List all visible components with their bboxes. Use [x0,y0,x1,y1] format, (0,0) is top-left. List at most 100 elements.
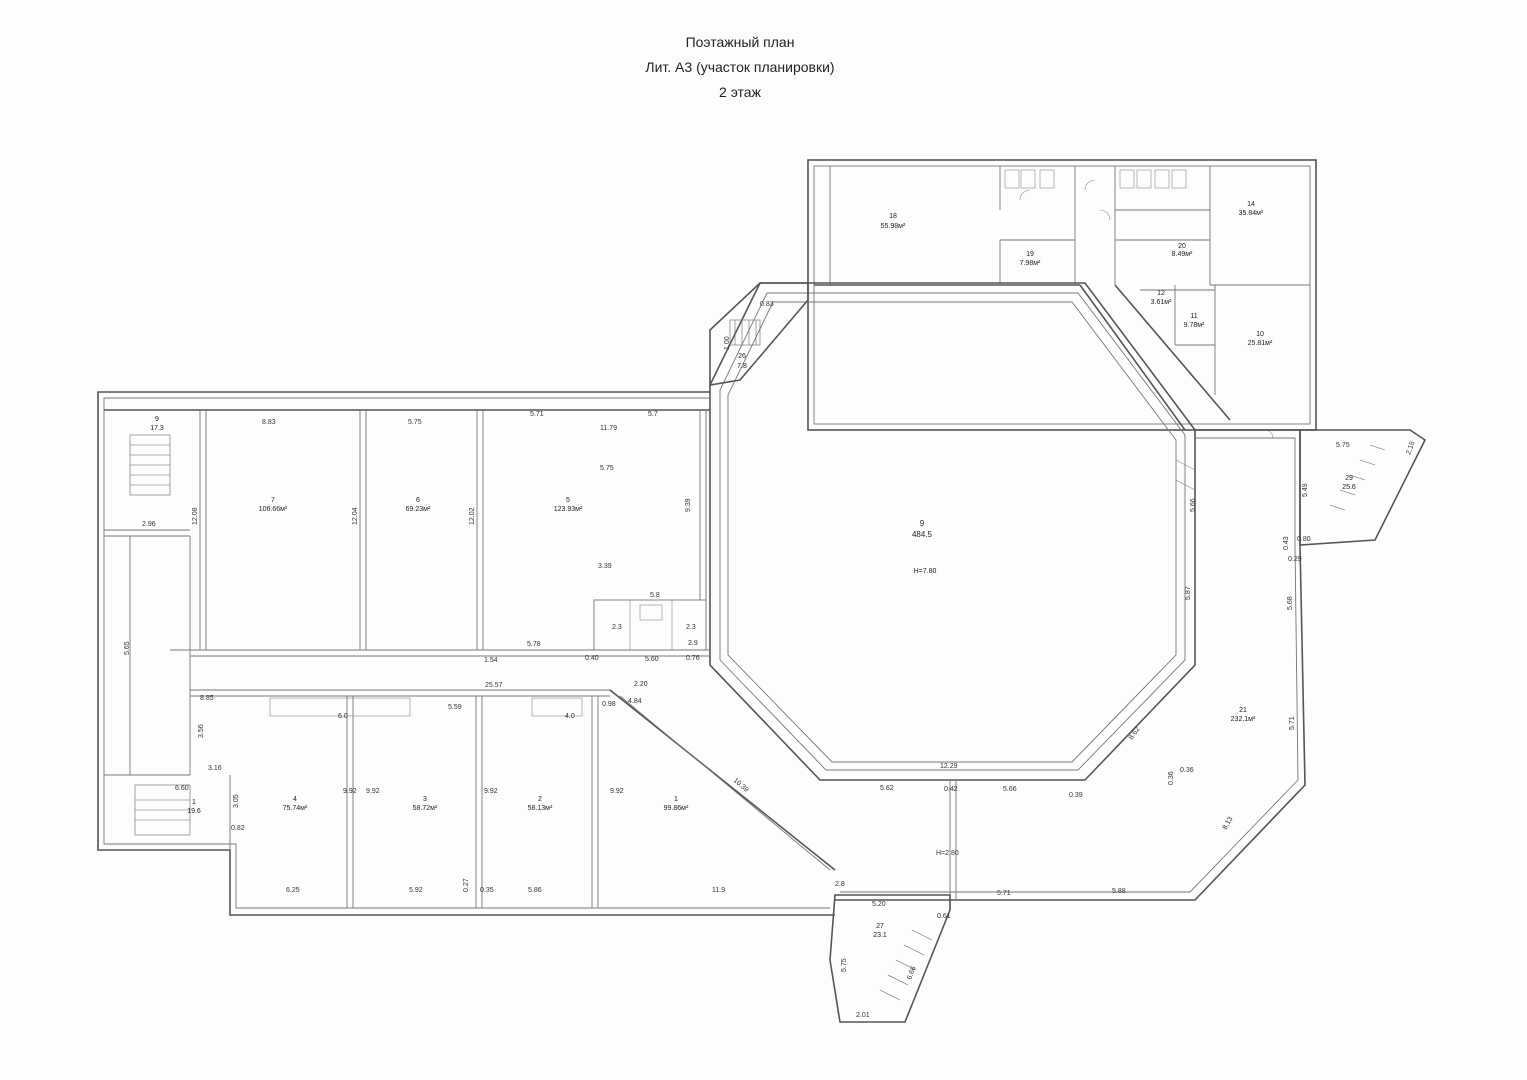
dimension: 5.8 [650,592,660,599]
room-number: 10 [1256,331,1264,338]
dimension-labels: 8.83 5.75 5.71 5.7 11.79 12.08 12.04 12.… [124,301,1417,1019]
room-number: 26 [738,353,746,360]
dimension: 8.85 [200,695,214,702]
room-area: 3.61м² [1151,299,1172,306]
dimension: 0.82 [231,825,245,832]
dimension: 0.80 [1297,536,1311,543]
plan-title-block: Поэтажный план Лит. А3 (участок планиров… [560,30,920,105]
room-area: 7.8 [737,363,747,370]
dimension: 3.39 [598,563,612,570]
dimension: 0.98 [602,701,616,708]
dimension: 2.20 [634,681,648,688]
dimension: 2.15 [1405,440,1416,455]
dimension: 1.54 [484,657,498,664]
dimension: 5.88 [1112,888,1126,895]
floor-label: 2 этаж [719,84,761,100]
dimension: 12.04 [352,507,359,525]
dimension: 5.20 [872,901,886,908]
dimension: 0.27 [463,878,470,892]
dimension: 2.3 [686,624,696,631]
dimension: 0.83 [760,301,774,308]
dimension: 5.66 [1003,786,1017,793]
room-area: 17.3 [150,425,164,432]
dimension: 8.13 [1222,816,1235,831]
room-area: 99.86м² [664,805,689,812]
dimension: 12.29 [940,763,958,770]
dimension: 5.78 [527,641,541,648]
room-labels: 18 55.98м² 14 35.84м² 19 7.98м² 20 8.49м… [150,201,1356,939]
dimension: 25.57 [485,682,503,689]
room-area: 23.1 [873,932,887,939]
dimension: 2.8 [835,881,845,888]
plan-subtitle: Лит. А3 (участок планировки) [645,59,835,75]
room-number: 12 [1157,290,1165,297]
dimension: 5.75 [600,465,614,472]
octagon-hall [709,282,1196,781]
room-number: 9 [155,416,159,423]
dimension: 0.42 [944,786,958,793]
dimension: 2.9 [688,640,698,647]
room-number: 2 [538,796,542,803]
dimension: 9.92 [610,788,624,795]
dimension: 2.96 [142,521,156,528]
room-height: H=7.80 [914,568,937,575]
dimension: 4.0 [565,713,575,720]
dimension: 0.29 [1288,556,1302,563]
dimension: 0.76 [686,655,700,662]
room-number: 1 [674,796,678,803]
dimension: 5.59 [448,704,462,711]
room-number: 20 [1178,243,1186,250]
dimension: 5.75 [1336,442,1350,449]
room-number: 9 [920,519,925,528]
west-wing [97,391,836,916]
room-area: 123.93м² [554,506,583,513]
dimension: 3.16 [208,765,222,772]
dimension: 0.61 [937,913,951,920]
room-number: 5 [566,497,570,504]
dimension: 12.08 [192,507,199,525]
dimension: 4.84 [628,698,642,705]
dimension: 5.86 [528,887,542,894]
north-east-wing [807,159,1317,439]
dimension: 5.75 [408,419,422,426]
room-number: 6 [416,497,420,504]
dimension: 11.9 [712,887,725,894]
dimension: 0.39 [1069,792,1083,799]
room-area: 75.74м² [283,805,308,812]
room-area: 55.98м² [881,223,906,230]
room-number: 11 [1190,313,1197,320]
room-area: 69.23м² [406,506,431,513]
dimension: 5.75 [841,958,848,972]
room-area: 9.78м² [1184,322,1205,329]
room-number: 19 [1026,251,1034,258]
room-area: 484.5 [912,530,933,539]
room-area: 35.84м² [1239,210,1264,217]
dimension: 9.92 [343,788,357,795]
dimension: 3.05 [233,794,240,808]
room-number: 1 [192,799,196,806]
stair-block-27 [829,894,951,1023]
dimension: 6.66 [906,965,917,980]
room-area: 7.98м² [1020,260,1041,267]
dimension: 0.40 [585,655,599,662]
dimension: 6.60 [175,785,189,792]
dimension: 5.92 [409,887,423,894]
room-area: 25.81м² [1248,340,1273,347]
lobby-21 [835,429,1427,901]
dimension: 9.92 [366,788,380,795]
dimension: 5.68 [1287,596,1294,610]
dimension: 12.02 [469,507,476,525]
dimension: 5.62 [880,785,894,792]
dimension: 5.65 [124,641,131,655]
dimension: 11.79 [600,425,617,432]
dimension: 2.3 [612,624,622,631]
dimension: 5.71 [1289,716,1296,730]
dimension: 0.36 [1180,767,1194,774]
dimension: 0.35 [480,887,494,894]
dimension: 0.43 [1283,536,1290,550]
dimension: 3.56 [198,724,205,738]
plan-title: Поэтажный план [685,34,795,50]
room-area: 8.49м² [1172,251,1193,258]
